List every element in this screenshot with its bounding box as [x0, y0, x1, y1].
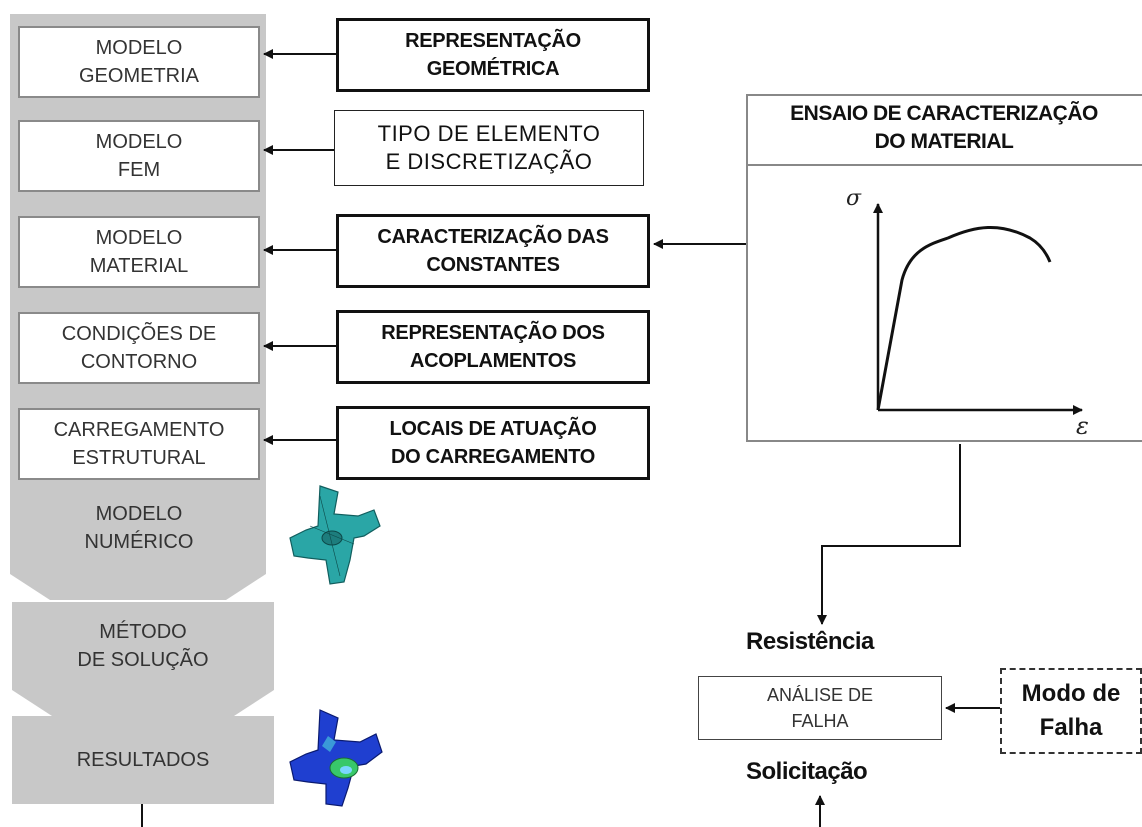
numerical-model-label: MODELO NUMÉRICO	[84, 503, 194, 553]
fem-part-mesh-icon	[289, 485, 381, 585]
solution-method-box: MÉTODO DE SOLUÇÃO	[12, 602, 274, 690]
fem-model-box: MODELO FEM	[18, 120, 260, 192]
sigma-symbol: σ	[846, 186, 862, 211]
fem-part-stress-icon	[289, 709, 383, 807]
boundary-conditions-box: CONDIÇÕES DE CONTORNO	[18, 312, 260, 384]
failure-analysis-box: ANÁLISE DE FALHA	[698, 676, 942, 740]
material-test-title-divider	[748, 164, 1142, 166]
geometric-representation-box: REPRESENTAÇÃO GEOMÉTRICA	[336, 18, 650, 92]
failure-mode-box: Modo de Falha	[1000, 668, 1142, 754]
material-test-panel	[746, 94, 1142, 442]
constants-characterization-box: CARACTERIZAÇÃO DAS CONSTANTES	[336, 214, 650, 288]
numerical-model-panel	[10, 14, 266, 574]
resistance-label: Resistência	[746, 628, 874, 655]
material-test-title: ENSAIO DE CARACTERIZAÇÃO DO MATERIAL	[790, 102, 1098, 153]
results-box: RESULTADOS	[12, 716, 274, 804]
coupling-representation-box: REPRESENTAÇÃO DOS ACOPLAMENTOS	[336, 310, 650, 384]
loading-locations-box: LOCAIS DE ATUAÇÃO DO CARREGAMENTO	[336, 406, 650, 480]
structural-loading-box: CARREGAMENTO ESTRUTURAL	[18, 408, 260, 480]
stress-strain-curve	[876, 226, 1052, 411]
geometry-model-box: MODELO GEOMETRIA	[18, 26, 260, 98]
load-label: Solicitação	[746, 758, 868, 785]
epsilon-symbol: ε	[1076, 412, 1089, 440]
material-model-box: MODELO MATERIAL	[18, 216, 260, 288]
element-type-box: TIPO DE ELEMENTO E DISCRETIZAÇÃO	[334, 110, 644, 186]
arrow-test-to-resistance	[817, 444, 961, 625]
